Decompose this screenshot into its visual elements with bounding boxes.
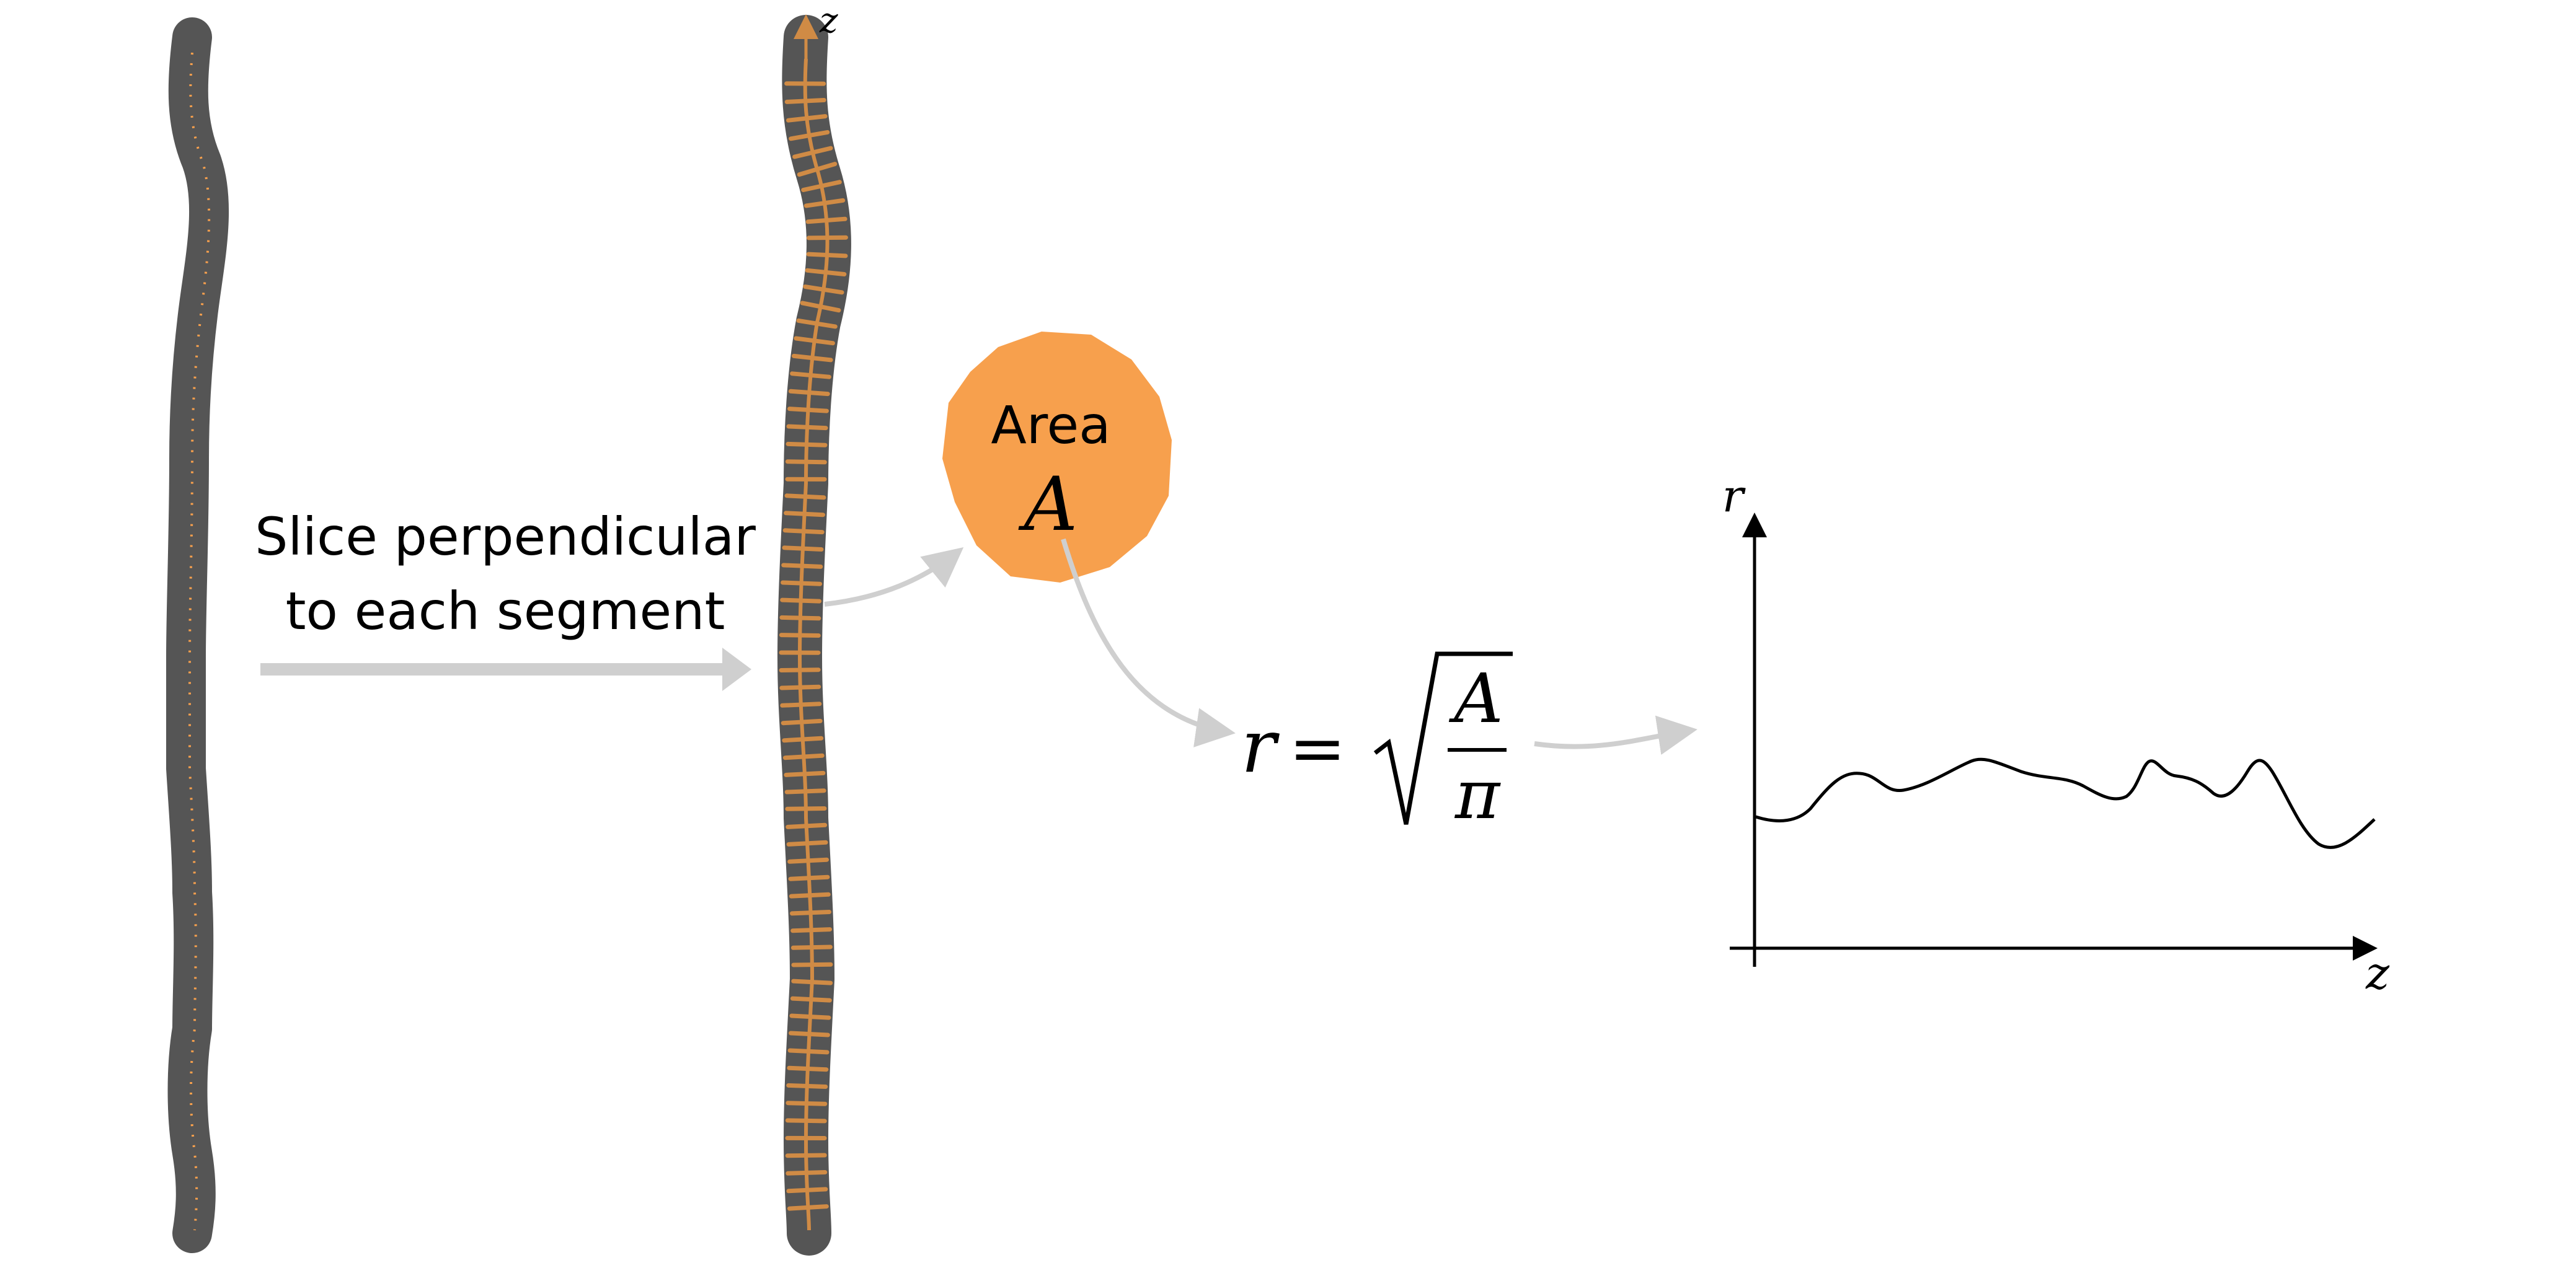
formula-numerator: A — [1448, 659, 1503, 738]
cross-section-symbol: A — [1018, 462, 1078, 548]
caption-line-2: to each segment — [286, 581, 725, 641]
formula-denominator: π — [1454, 755, 1501, 834]
formula-radical — [1373, 651, 1513, 825]
cross-section-shape — [942, 332, 1172, 583]
formula-lhs: r — [1241, 703, 1280, 789]
cross-section-label: Area — [991, 395, 1110, 456]
fiber-unsliced-body — [166, 17, 229, 1253]
formula-equals: = — [1289, 708, 1346, 788]
plot-y-label: r — [1722, 470, 1746, 522]
plot-x-label: z — [2365, 947, 2390, 999]
formula-to-plot-arrow — [1534, 715, 1697, 755]
fiber-sliced-centerline — [797, 58, 830, 1231]
caption-line-1: Slice perpendicular — [255, 506, 756, 567]
radius-formula: r = A π — [1241, 651, 1513, 834]
fiber-unsliced — [166, 17, 229, 1253]
fiber-sliced: z — [777, 1, 851, 1256]
blob-to-formula-arrow — [1061, 538, 1236, 747]
fiber-to-blob-arrow — [824, 547, 964, 607]
cross-section: Area A — [942, 332, 1172, 583]
radius-curve — [1755, 757, 2376, 849]
caption: Slice perpendicular to each segment — [255, 506, 756, 641]
fiber-z-label: z — [819, 1, 838, 41]
radius-profile-plot: r z — [1722, 470, 2390, 999]
process-arrow — [260, 648, 751, 691]
